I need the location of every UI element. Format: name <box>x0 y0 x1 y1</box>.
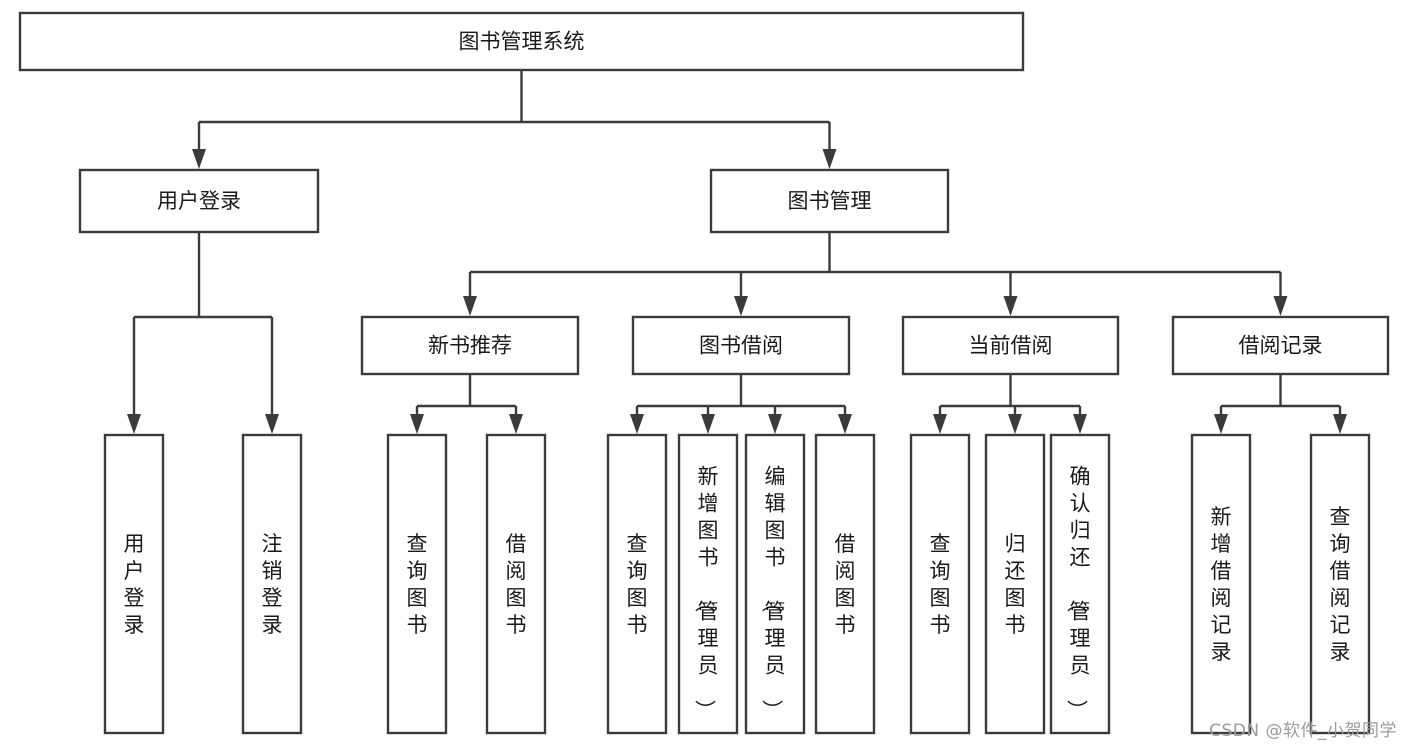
node-leaf_new_query[interactable]: 查询图书 <box>386 433 448 735</box>
node-box[interactable] <box>909 433 971 735</box>
node-leaf_c_confirm[interactable]: 确认归还（管理员） <box>1049 433 1111 735</box>
node-label: 图书管理 <box>788 189 872 213</box>
node-l2_user[interactable]: 用户登录 <box>78 168 320 234</box>
node-box[interactable] <box>631 315 851 376</box>
node-label: 查询图书 <box>930 532 951 637</box>
node-leaf_user_logout[interactable]: 注销登录 <box>241 433 303 735</box>
node-box[interactable] <box>814 433 876 735</box>
node-label: 新增借阅记录 <box>1211 505 1232 664</box>
node-label: 图书借阅 <box>699 334 783 358</box>
arrow-head-icon <box>630 414 644 434</box>
node-box[interactable] <box>1190 433 1252 735</box>
node-box[interactable] <box>103 433 165 735</box>
node-box[interactable] <box>1171 315 1390 376</box>
node-leaf_b_borrow[interactable]: 借阅图书 <box>814 433 876 735</box>
arrow-head-icon <box>509 414 523 434</box>
arrow-head-icon <box>1008 414 1022 434</box>
node-label: 图书管理系统 <box>459 30 585 54</box>
edge-group-l3_record <box>1214 374 1347 434</box>
node-leaf_b_add[interactable]: 新增图书（管理员） <box>677 433 739 735</box>
edge-group-l3_borrow <box>630 374 852 434</box>
arrow-head-icon <box>1273 296 1288 316</box>
node-label: 新书推荐 <box>428 334 512 358</box>
node-label: 编辑图书（管理员） <box>760 465 786 721</box>
edge-group-l3_new <box>410 374 523 434</box>
edge-group-l2_book <box>463 232 1288 316</box>
node-box[interactable] <box>18 11 1025 72</box>
arrow-head-icon <box>1073 414 1087 434</box>
arrow-head-icon <box>410 414 424 434</box>
arrow-head-icon <box>192 149 206 169</box>
arrow-head-icon <box>933 414 947 434</box>
node-box[interactable] <box>901 315 1120 376</box>
edge-group-root <box>192 70 837 169</box>
node-label: 借阅图书 <box>506 532 527 637</box>
arrow-head-icon <box>265 414 279 434</box>
node-label: 查询图书 <box>627 532 648 637</box>
node-layer: 图书管理系统用户登录图书管理新书推荐图书借阅当前借阅借阅记录用户登录注销登录查询… <box>18 11 1390 735</box>
node-label: 用户登录 <box>124 532 145 637</box>
node-label: 借阅图书 <box>835 532 856 637</box>
node-leaf_b_query[interactable]: 查询图书 <box>606 433 668 735</box>
node-leaf_c_return[interactable]: 归还图书 <box>984 433 1046 735</box>
arrow-head-icon <box>1214 414 1228 434</box>
edge-group-l2_user <box>127 232 279 434</box>
node-label: 借阅记录 <box>1239 334 1323 358</box>
connector-layer <box>127 70 1347 434</box>
node-root[interactable]: 图书管理系统 <box>18 11 1025 72</box>
node-leaf_c_query[interactable]: 查询图书 <box>909 433 971 735</box>
node-box[interactable] <box>744 433 806 735</box>
arrow-head-icon <box>701 414 715 434</box>
node-box[interactable] <box>485 433 547 735</box>
node-l3_new[interactable]: 新书推荐 <box>360 315 580 376</box>
node-label: 归还图书 <box>1005 532 1026 637</box>
node-box[interactable] <box>386 433 448 735</box>
node-label: 新增图书（管理员） <box>693 465 719 721</box>
node-label: 注销登录 <box>262 532 283 637</box>
edge-group-l3_current <box>933 374 1087 434</box>
node-box[interactable] <box>606 433 668 735</box>
node-label: 查询图书 <box>407 532 428 637</box>
node-box[interactable] <box>1049 433 1111 735</box>
node-box[interactable] <box>677 433 739 735</box>
arrow-head-icon <box>768 414 782 434</box>
node-label: 查询借阅记录 <box>1330 505 1351 664</box>
node-l3_borrow[interactable]: 图书借阅 <box>631 315 851 376</box>
node-box[interactable] <box>984 433 1046 735</box>
node-leaf_b_edit[interactable]: 编辑图书（管理员） <box>744 433 806 735</box>
node-l3_current[interactable]: 当前借阅 <box>901 315 1120 376</box>
arrow-head-icon <box>1003 296 1018 316</box>
node-leaf_r_add[interactable]: 新增借阅记录 <box>1190 433 1252 735</box>
arrow-head-icon <box>822 149 837 169</box>
node-box[interactable] <box>360 315 580 376</box>
arrow-head-icon <box>838 414 852 434</box>
arrow-head-icon <box>463 296 477 316</box>
arrow-head-icon <box>734 296 748 316</box>
node-box[interactable] <box>709 168 950 234</box>
arrow-head-icon <box>1333 414 1347 434</box>
node-box[interactable] <box>241 433 303 735</box>
node-box[interactable] <box>1309 433 1371 735</box>
node-box[interactable] <box>78 168 320 234</box>
node-leaf_r_query[interactable]: 查询借阅记录 <box>1309 433 1371 735</box>
node-label: 确认归还（管理员） <box>1065 465 1091 721</box>
node-label: 用户登录 <box>157 189 241 213</box>
node-l2_book[interactable]: 图书管理 <box>709 168 950 234</box>
node-leaf_new_borrow[interactable]: 借阅图书 <box>485 433 547 735</box>
node-leaf_user_login[interactable]: 用户登录 <box>103 433 165 735</box>
node-label: 当前借阅 <box>969 334 1053 358</box>
node-l3_record[interactable]: 借阅记录 <box>1171 315 1390 376</box>
arrow-head-icon <box>127 414 141 434</box>
